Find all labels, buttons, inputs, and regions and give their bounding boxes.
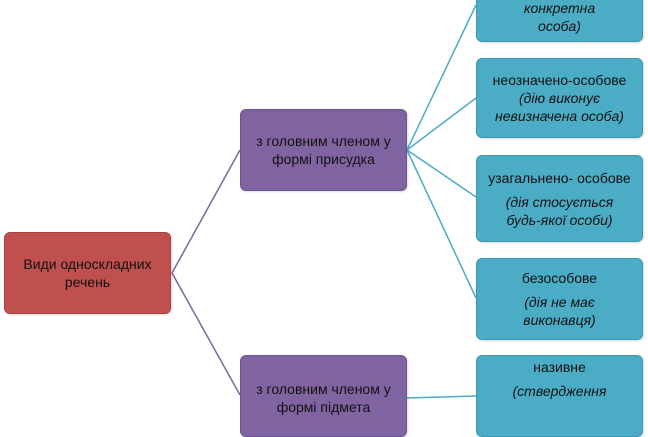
connector-branch-1-to-leaf-4: [406, 149, 477, 299]
leaf-note: (дія стосується будь-якої особи): [505, 193, 614, 228]
leaf-note: (дія не має виконавця): [523, 294, 596, 328]
leaf-note: (дію виконує конкретна особа): [523, 0, 596, 34]
root-node: Види односкладних речень: [4, 232, 171, 314]
connector-branch-1-to-leaf-1: [406, 4, 477, 151]
leaf-node-impersonal: безособове (дія не має виконавця): [476, 258, 643, 340]
branch-label: з головним членом у формі присудка: [256, 133, 391, 167]
connector-branch-1-to-leaf-3: [406, 149, 477, 198]
connector-branch-1-to-leaf-2: [406, 97, 477, 151]
leaf-node-generalized-personal: узагальнено- особове (дія стосується буд…: [476, 155, 643, 242]
branch-node-predicate: з головним членом у формі присудка: [240, 109, 407, 191]
sentence-types-diagram: Види односкладних речень з головним член…: [4, 0, 643, 437]
leaf-title: безособове: [521, 270, 598, 286]
leaf-title: узагальнено- особове: [488, 169, 631, 186]
leaf-node-definite-personal: (дію виконує конкретна особа): [476, 0, 643, 42]
leaf-note: (ствердження: [512, 383, 607, 399]
leaf-title: неозначено-особове: [492, 72, 627, 88]
leaf-title: називне: [533, 359, 586, 375]
branch-node-subject: з головним членом у формі підмета: [240, 355, 407, 437]
connector-lines: [171, 4, 477, 399]
leaf-node-indefinite-personal: неозначено-особове (дію виконує невизнач…: [476, 58, 643, 138]
root-label: Види односкладних речень: [23, 256, 152, 290]
leaf-node-nominative: називне (ствердження: [476, 355, 643, 437]
leaf-note: (дію виконує невизначена особа): [495, 90, 624, 124]
connector-root-to-branch-1: [171, 149, 241, 274]
connector-root-to-branch-2: [171, 272, 241, 396]
branch-label: з головним членом у формі підмета: [256, 381, 391, 415]
connector-branch-2-to-leaf-5: [406, 395, 477, 399]
